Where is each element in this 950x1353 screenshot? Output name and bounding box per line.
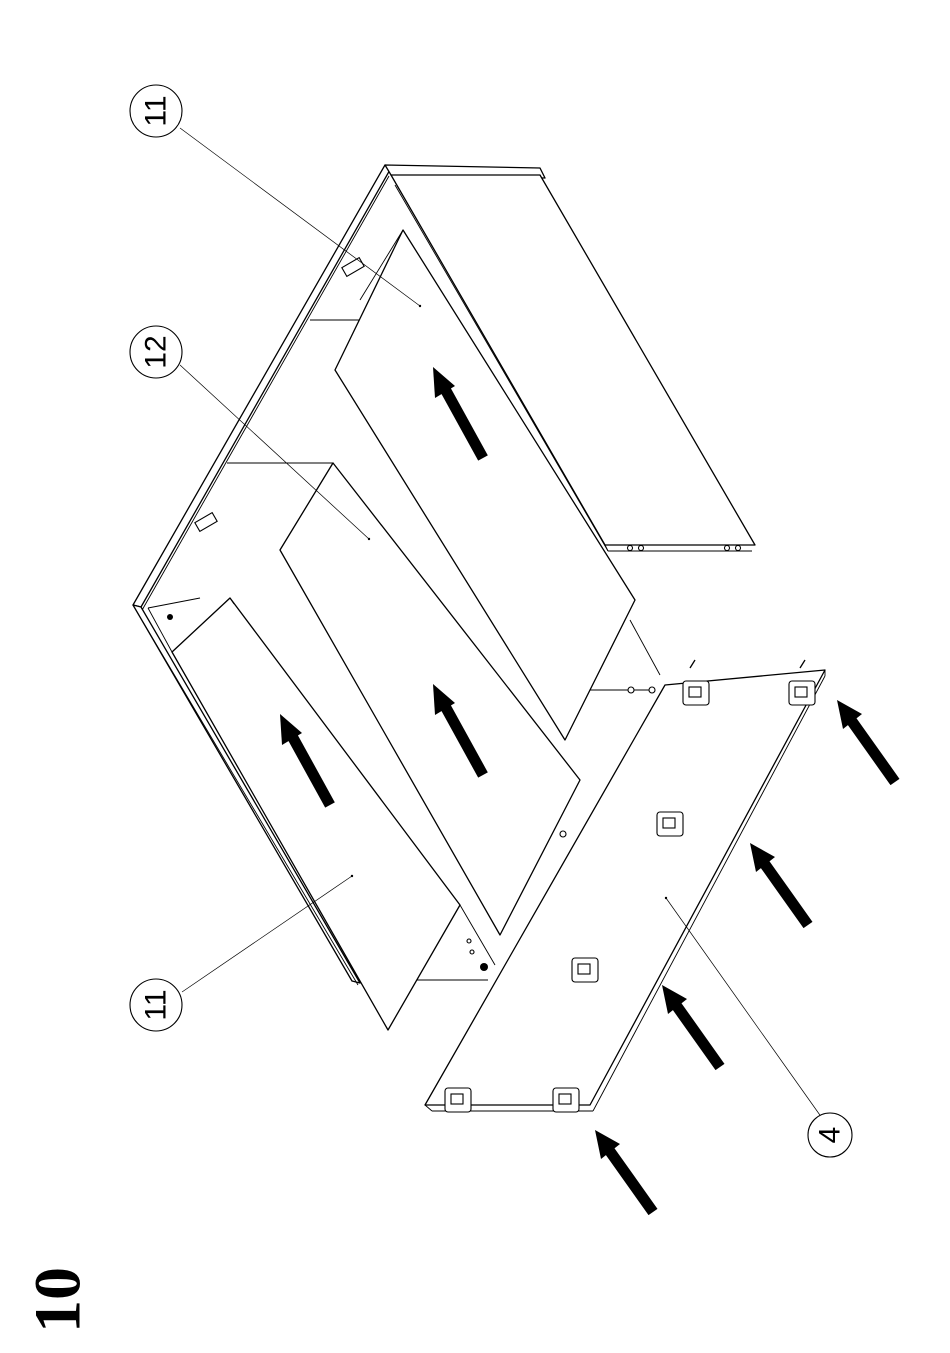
cam-lock: [683, 681, 709, 705]
cam-lock: [789, 681, 815, 705]
callout-part-4: 4: [808, 1113, 852, 1157]
cam-lock: [657, 812, 683, 836]
cam-lock: [553, 1088, 579, 1112]
callout-part-11-top: 11: [130, 85, 182, 137]
arrow-icon: [750, 843, 808, 925]
svg-text:11: 11: [140, 95, 173, 126]
callout-part-11-bottom: 11: [130, 979, 182, 1031]
step-number: 10: [22, 1267, 95, 1333]
cam-lock: [572, 958, 598, 982]
arrow-icon: [837, 700, 895, 782]
svg-text:4: 4: [814, 1127, 847, 1144]
callout-part-12: 12: [130, 326, 182, 378]
svg-text:12: 12: [140, 335, 173, 368]
arrow-icon: [595, 1130, 653, 1212]
arrow-icon: [662, 985, 720, 1067]
svg-text:11: 11: [140, 989, 173, 1020]
cam-lock: [445, 1088, 471, 1112]
